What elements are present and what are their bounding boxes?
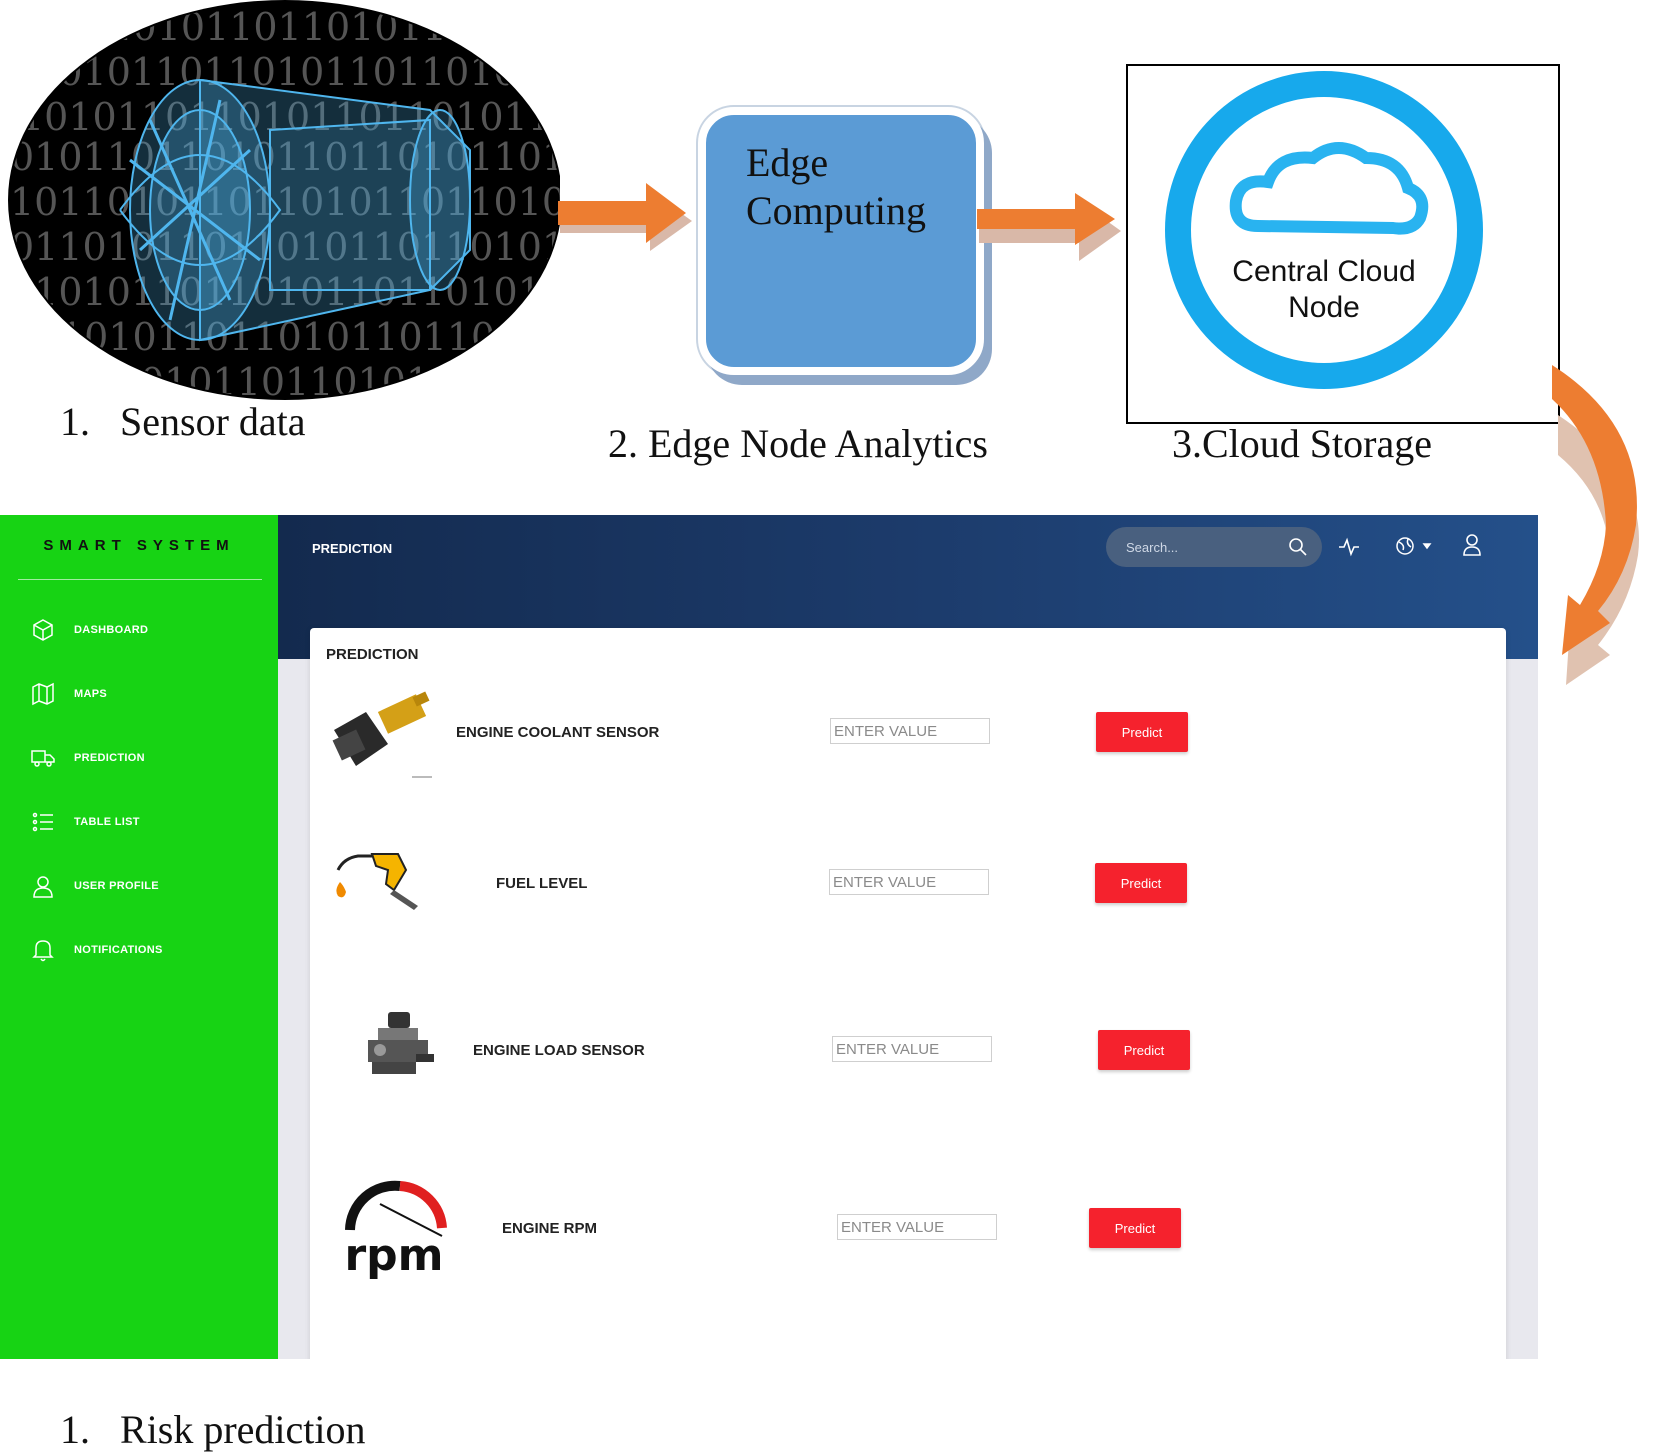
binary-row: 110101101101011011010110 — [10, 50, 560, 94]
bell-icon — [32, 940, 54, 962]
rpm-logo-text: rpm — [344, 1230, 443, 1281]
predict-button[interactable]: Predict — [1089, 1208, 1181, 1248]
user-account-icon[interactable] — [1462, 533, 1482, 557]
sidebar-item-dashboard[interactable]: DASHBOARD — [30, 615, 270, 645]
search-input[interactable]: Search... — [1106, 527, 1322, 567]
sidebar-divider — [18, 579, 262, 580]
cloud-node-line1: Central Cloud — [1232, 255, 1416, 288]
right-arrow-icon — [558, 183, 692, 251]
sidebar-item-notifications[interactable]: NOTIFICATIONS — [30, 935, 270, 965]
load-value-input[interactable] — [832, 1036, 992, 1062]
step-caption-sensor: 1.Sensor data — [60, 399, 306, 444]
list-icon — [32, 812, 53, 832]
row-label-rpm: ENGINE RPM — [502, 1220, 598, 1237]
row-label-fuel: FUEL LEVEL — [496, 875, 588, 892]
dashboard-screenshot: SMART SYSTEM DASHBOARD MAPS PREDICTION T… — [0, 515, 1538, 1359]
cloud-icon — [1229, 142, 1429, 235]
edge-box-line2: Computing — [746, 188, 927, 233]
sidebar-item-maps[interactable]: MAPS — [30, 679, 270, 709]
sidebar-item-label: PREDICTION — [74, 752, 145, 764]
predict-button[interactable]: Predict — [1095, 863, 1187, 903]
map-icon — [32, 682, 54, 706]
activity-icon[interactable] — [1338, 537, 1360, 557]
search-placeholder: Search... — [1126, 540, 1179, 555]
card-title: PREDICTION — [326, 646, 419, 663]
predict-button[interactable]: Predict — [1098, 1030, 1190, 1070]
globe-icon[interactable] — [1394, 535, 1434, 557]
cloud-storage-frame: Central Cloud Node — [1126, 64, 1560, 424]
load-sensor-icon — [368, 1012, 434, 1074]
binary-row: 110101101101011011010110 — [10, 270, 560, 314]
sidebar-item-label: DASHBOARD — [74, 624, 149, 636]
fuel-nozzle-icon — [336, 853, 418, 910]
topbar-title: PREDICTION — [312, 541, 393, 556]
brand-title: SMART SYSTEM — [43, 537, 235, 554]
row-label-load: ENGINE LOAD SENSOR — [473, 1042, 645, 1059]
sidebar-item-table-list[interactable]: TABLE LIST — [30, 807, 270, 837]
binary-row: 011010110110101101101011 — [60, 5, 560, 49]
sidebar-item-label: NOTIFICATIONS — [74, 944, 163, 956]
sidebar-item-label: MAPS — [74, 688, 107, 700]
truck-icon — [31, 750, 55, 767]
step-caption-cloud: 3.Cloud Storage — [1172, 421, 1432, 466]
right-arrow-icon — [977, 193, 1121, 261]
fuel-value-input[interactable] — [829, 869, 989, 895]
row-label-coolant: ENGINE COOLANT SENSOR — [456, 724, 660, 741]
predict-button[interactable]: Predict — [1096, 712, 1188, 752]
coolant-value-input[interactable] — [830, 718, 990, 744]
sidebar-item-label: USER PROFILE — [74, 880, 159, 892]
engine-sensor-image: 011010110110101101101011 110101101101011… — [0, 0, 562, 400]
binary-row: 101101011011010110110101 — [10, 180, 560, 224]
search-icon[interactable] — [1288, 537, 1308, 557]
sidebar-item-label: TABLE LIST — [74, 816, 140, 828]
sidebar-item-prediction[interactable]: PREDICTION — [30, 743, 270, 773]
rpm-gauge-icon: rpm — [344, 1180, 447, 1281]
cube-icon — [33, 619, 53, 641]
prediction-card: PREDICTION ENGINE COOLANT SENSOR Predict… — [310, 628, 1506, 1359]
cloud-node-line2: Node — [1288, 291, 1360, 324]
step-caption-risk: 1.Risk prediction — [60, 1407, 366, 1452]
curved-arrow-icon — [1552, 365, 1639, 685]
step-caption-edge: 2. Edge Node Analytics — [608, 421, 988, 466]
edge-computing-box: Edge Computing — [698, 107, 984, 375]
coolant-sensor-icon — [332, 691, 432, 778]
sidebar: SMART SYSTEM DASHBOARD MAPS PREDICTION T… — [0, 515, 278, 1359]
rpm-value-input[interactable] — [837, 1214, 997, 1240]
edge-box-line1: Edge — [746, 140, 829, 185]
sidebar-item-user-profile[interactable]: USER PROFILE — [30, 871, 270, 901]
user-icon — [33, 876, 53, 898]
